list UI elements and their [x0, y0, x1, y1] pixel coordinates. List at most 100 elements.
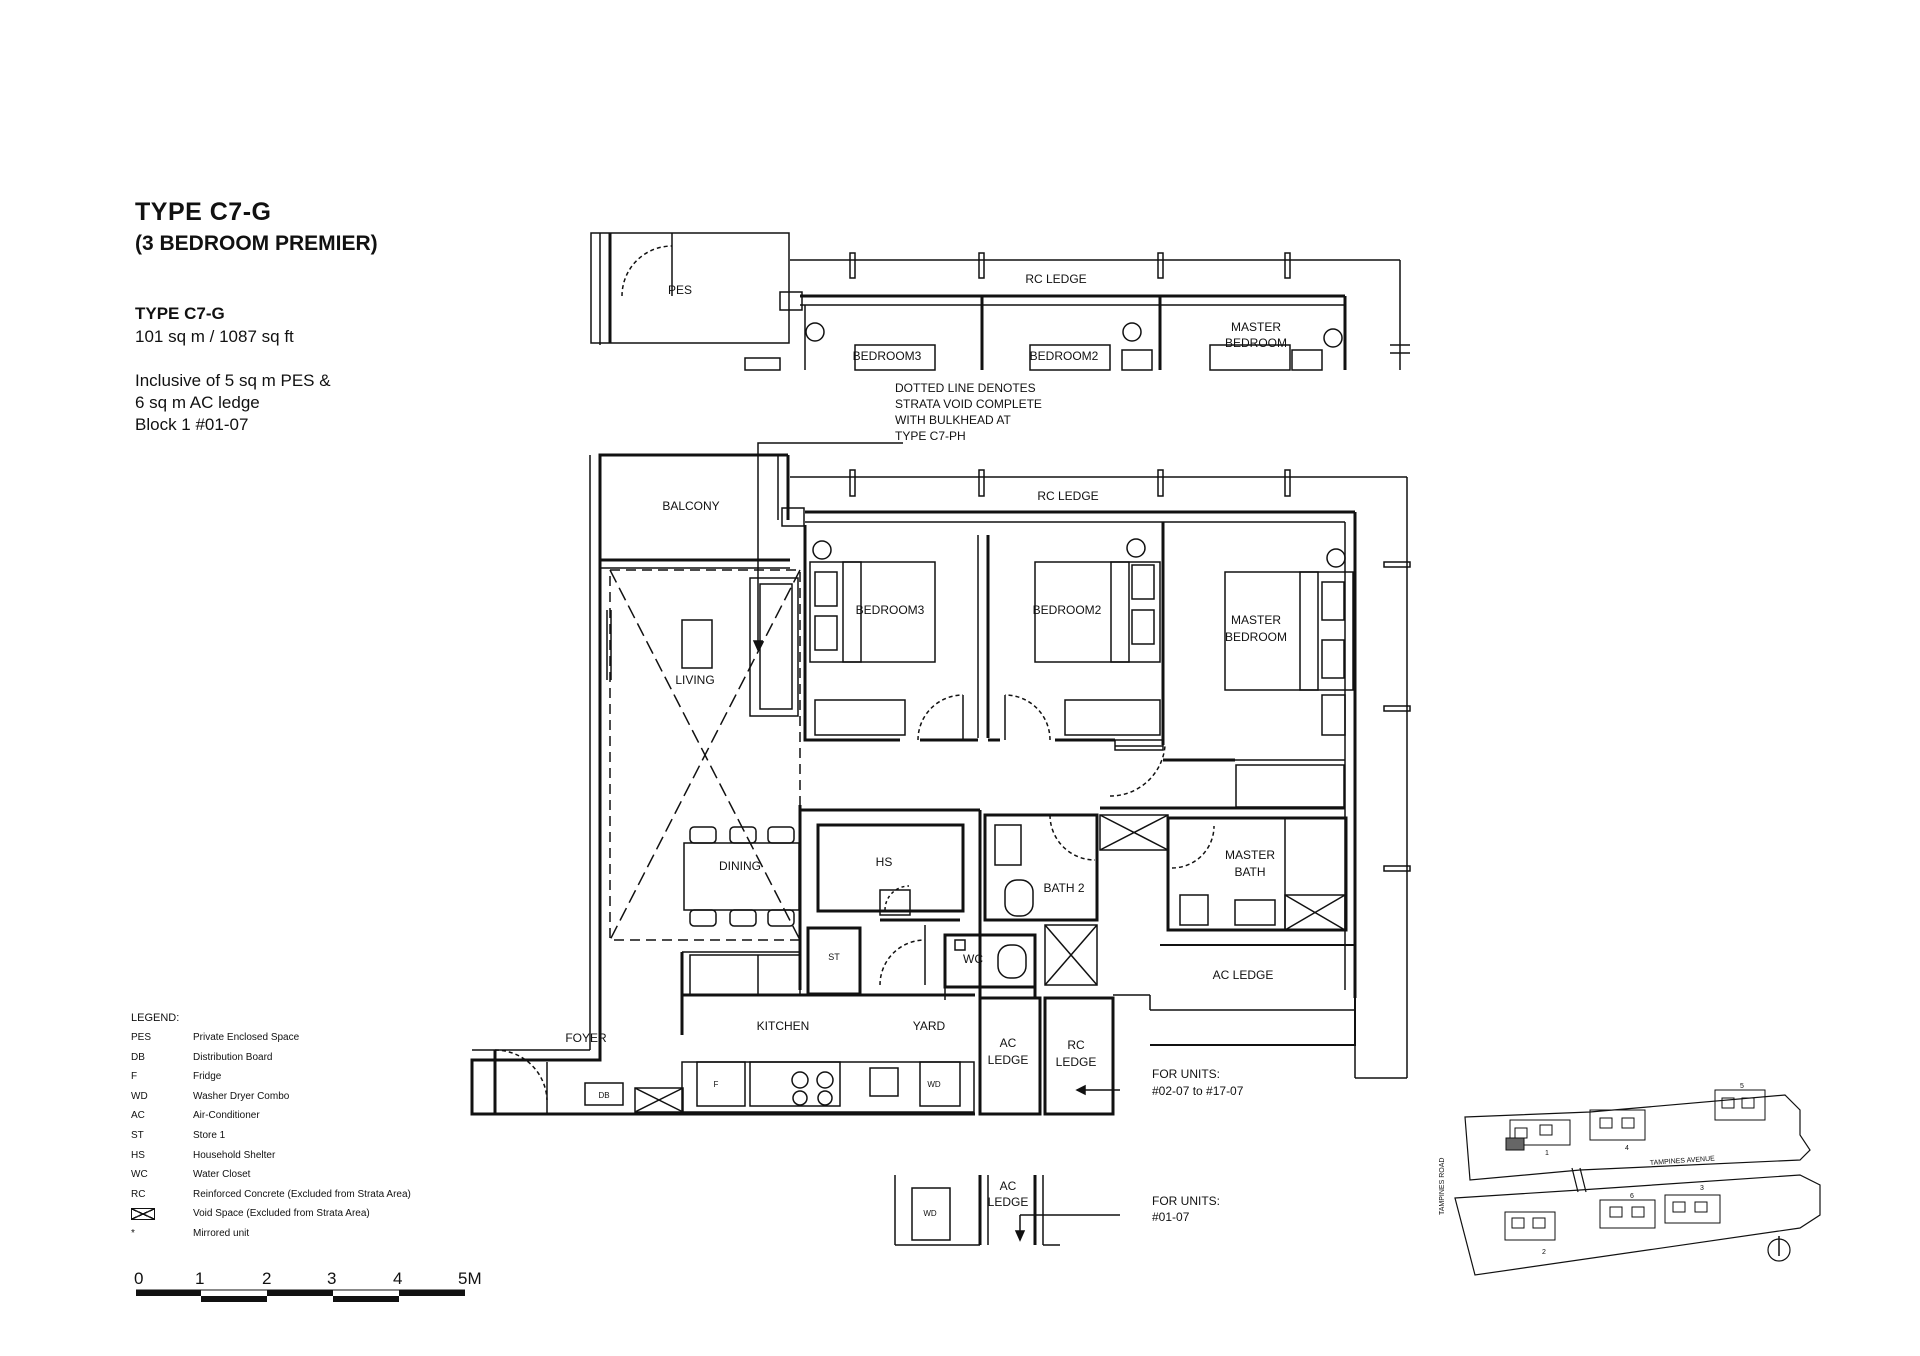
household-shelter — [816, 823, 965, 913]
legend-code: AC — [131, 1110, 145, 1122]
page-title: TYPE C7-G — [135, 198, 272, 226]
label-wd-b: WD — [923, 1209, 937, 1218]
ac-ledge-lower — [978, 996, 1042, 1116]
lower-partial-plan — [894, 1175, 1120, 1246]
label-master-bedroom-1: MASTER — [1231, 613, 1281, 627]
legend-desc: Fridge — [193, 1071, 222, 1083]
rc-ledge-lower — [1043, 996, 1115, 1116]
scale-tick-0: 0 — [134, 1269, 143, 1288]
label-f: F — [714, 1080, 719, 1089]
legend-row: *Mirrored unit — [131, 1228, 431, 1248]
label-master-bedroom-2: BEDROOM — [1225, 630, 1287, 644]
for-units-a-1: FOR UNITS: — [1152, 1067, 1220, 1081]
label-rc-lower-2: LEDGE — [1056, 1055, 1097, 1069]
legend-desc: Household Shelter — [193, 1149, 276, 1161]
unit-area: 101 sq m / 1087 sq ft — [135, 327, 294, 346]
label-ac-lower-2: LEDGE — [988, 1053, 1029, 1067]
shower-bath2 — [1044, 924, 1098, 986]
label-master-upper-2: BEDROOM — [1225, 336, 1287, 350]
legend-code: WD — [131, 1090, 148, 1102]
legend-code: F — [131, 1071, 138, 1083]
legend-desc: Void Space (Excluded from Strata Area) — [193, 1208, 370, 1220]
note-line-3: WITH BULKHEAD AT — [895, 413, 1011, 427]
legend-title: LEGEND: — [131, 1012, 180, 1024]
keyplan-block-2: 2 — [1542, 1249, 1546, 1256]
for-units-a-2: #02-07 to #17-07 — [1152, 1084, 1244, 1098]
legend-code: WC — [131, 1169, 148, 1181]
label-bath2: BATH 2 — [1043, 881, 1084, 895]
label-master-bath-2: BATH — [1234, 865, 1265, 879]
upper-partial-plan — [590, 232, 1410, 371]
scale-bar: 0 1 2 3 4 5M — [134, 1269, 482, 1302]
label-balcony: BALCONY — [662, 499, 719, 513]
label-ac-lower-1: AC — [1000, 1036, 1017, 1050]
bed-bedroom2 — [1034, 561, 1161, 663]
legend-desc: Washer Dryer Combo — [193, 1090, 290, 1102]
legend-row: ST Store 1 — [131, 1130, 431, 1150]
legend-desc: Private Enclosed Space — [193, 1032, 300, 1043]
legend-code: PES — [131, 1032, 152, 1043]
key-plan-text: TAMPINES ROAD TAMPINES AVENUE 1 2 3 4 5 … — [1439, 1083, 1744, 1256]
label-wc: WC — [963, 952, 983, 966]
label-master-bath-1: MASTER — [1225, 848, 1275, 862]
legend-desc: Reinforced Concrete (Excluded from Strat… — [193, 1188, 411, 1200]
page-subtitle: (3 BEDROOM PREMIER) — [135, 232, 378, 255]
legend-desc: Mirrored unit — [193, 1227, 250, 1239]
label-rc-ledge-upper: RC LEDGE — [1025, 272, 1086, 286]
wc — [943, 933, 1037, 989]
dining-table — [683, 842, 800, 911]
note-line-4: TYPE C7-PH — [895, 429, 966, 443]
unit-type: TYPE C7-G — [135, 304, 225, 323]
legend-row: AC Air-Conditioner — [131, 1110, 431, 1130]
label-ac-b-2: LEDGE — [988, 1195, 1029, 1209]
legend-code: ST — [131, 1129, 144, 1141]
unit-inclusive-1: Inclusive of 5 sq m PES & — [135, 371, 331, 390]
void-symbol-icon — [131, 1208, 155, 1221]
key-plan — [1454, 1089, 1821, 1276]
keyplan-block-6: 6 — [1630, 1193, 1634, 1200]
bath-2 — [983, 813, 1099, 922]
label-foyer: FOYER — [565, 1031, 607, 1045]
label-bedroom3: BEDROOM3 — [856, 603, 925, 617]
legend-row: F Fridge — [131, 1071, 431, 1091]
unit-inclusive-2: 6 sq m AC ledge — [135, 393, 260, 412]
legend-desc: Air-Conditioner — [193, 1110, 260, 1122]
coffee-table — [681, 619, 713, 669]
legend-code: HS — [131, 1149, 145, 1161]
label-dining: DINING — [719, 859, 761, 873]
bed-bedroom3 — [809, 561, 936, 663]
for-units-b-2: #01-07 — [1152, 1210, 1190, 1224]
label-db: DB — [598, 1091, 609, 1100]
keyplan-block-5: 5 — [1740, 1083, 1744, 1090]
legend-row: Void Space (Excluded from Strata Area) — [131, 1208, 431, 1228]
bed-master — [1224, 571, 1354, 691]
keyplan-block-1: 1 — [1545, 1150, 1549, 1157]
shower-master — [1284, 894, 1346, 931]
label-st: ST — [828, 952, 840, 962]
keyplan-road-left: TAMPINES ROAD — [1439, 1158, 1446, 1215]
main-unit-walls — [470, 442, 1411, 1116]
keyplan-road-mid: TAMPINES AVENUE — [1650, 1155, 1716, 1167]
for-units-b-1: FOR UNITS: — [1152, 1194, 1220, 1208]
legend-code: DB — [131, 1051, 145, 1063]
legend-row: HS Household Shelter — [131, 1150, 431, 1170]
legend-row: PES Private Enclosed Space — [131, 1032, 431, 1052]
label-rc-ledge: RC LEDGE — [1037, 489, 1098, 503]
legend-desc: Store 1 — [193, 1129, 226, 1141]
scale-tick-4: 4 — [393, 1269, 402, 1288]
label-bedroom3-upper: BEDROOM3 — [853, 349, 922, 363]
label-rc-lower-1: RC — [1067, 1038, 1085, 1052]
label-master-upper-1: MASTER — [1231, 320, 1281, 334]
keyplan-block-3: 3 — [1700, 1185, 1704, 1192]
scale-tick-3: 3 — [327, 1269, 336, 1288]
sofa — [749, 577, 799, 717]
label-living: LIVING — [675, 673, 714, 687]
label-hs: HS — [876, 855, 893, 869]
pes-enclosure — [590, 232, 790, 344]
label-bedroom2-upper: BEDROOM2 — [1030, 349, 1099, 363]
